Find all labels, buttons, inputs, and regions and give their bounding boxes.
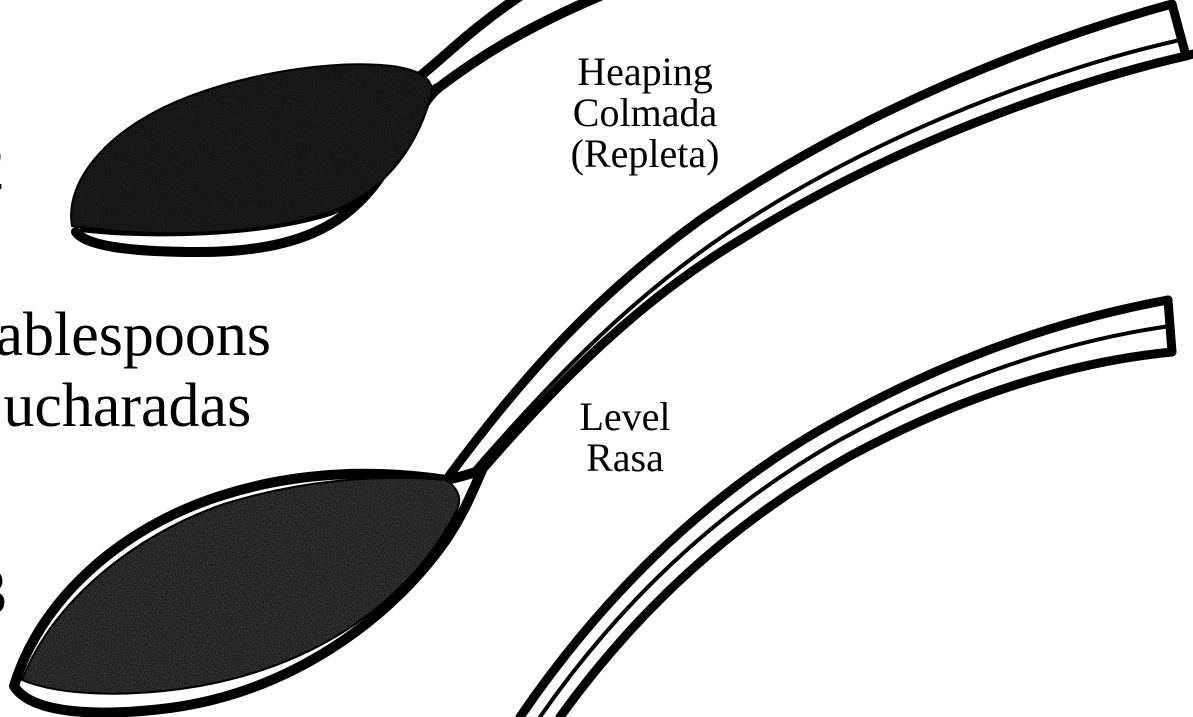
lower-spoon-handle [520,300,1172,717]
level-label-spanish: Rasa [510,438,740,479]
numeral-bottom: 3 [0,560,7,626]
title-spanish: Cucharadas [0,371,271,442]
title-english: Tablespoons [0,300,271,371]
title-block: Tablespoons Cucharadas [0,300,271,441]
level-label: Level Rasa [510,397,740,479]
level-label-english: Level [510,397,740,438]
heaping-label-english: Heaping [520,52,770,93]
heaping-label-spanish: Colmada [520,93,770,134]
heaping-label-spanish-alt: (Repleta) [520,134,770,175]
level-spoon [14,470,482,713]
numeral-top: 2 [0,135,5,201]
heaping-label: Heaping Colmada (Repleta) [520,52,770,174]
